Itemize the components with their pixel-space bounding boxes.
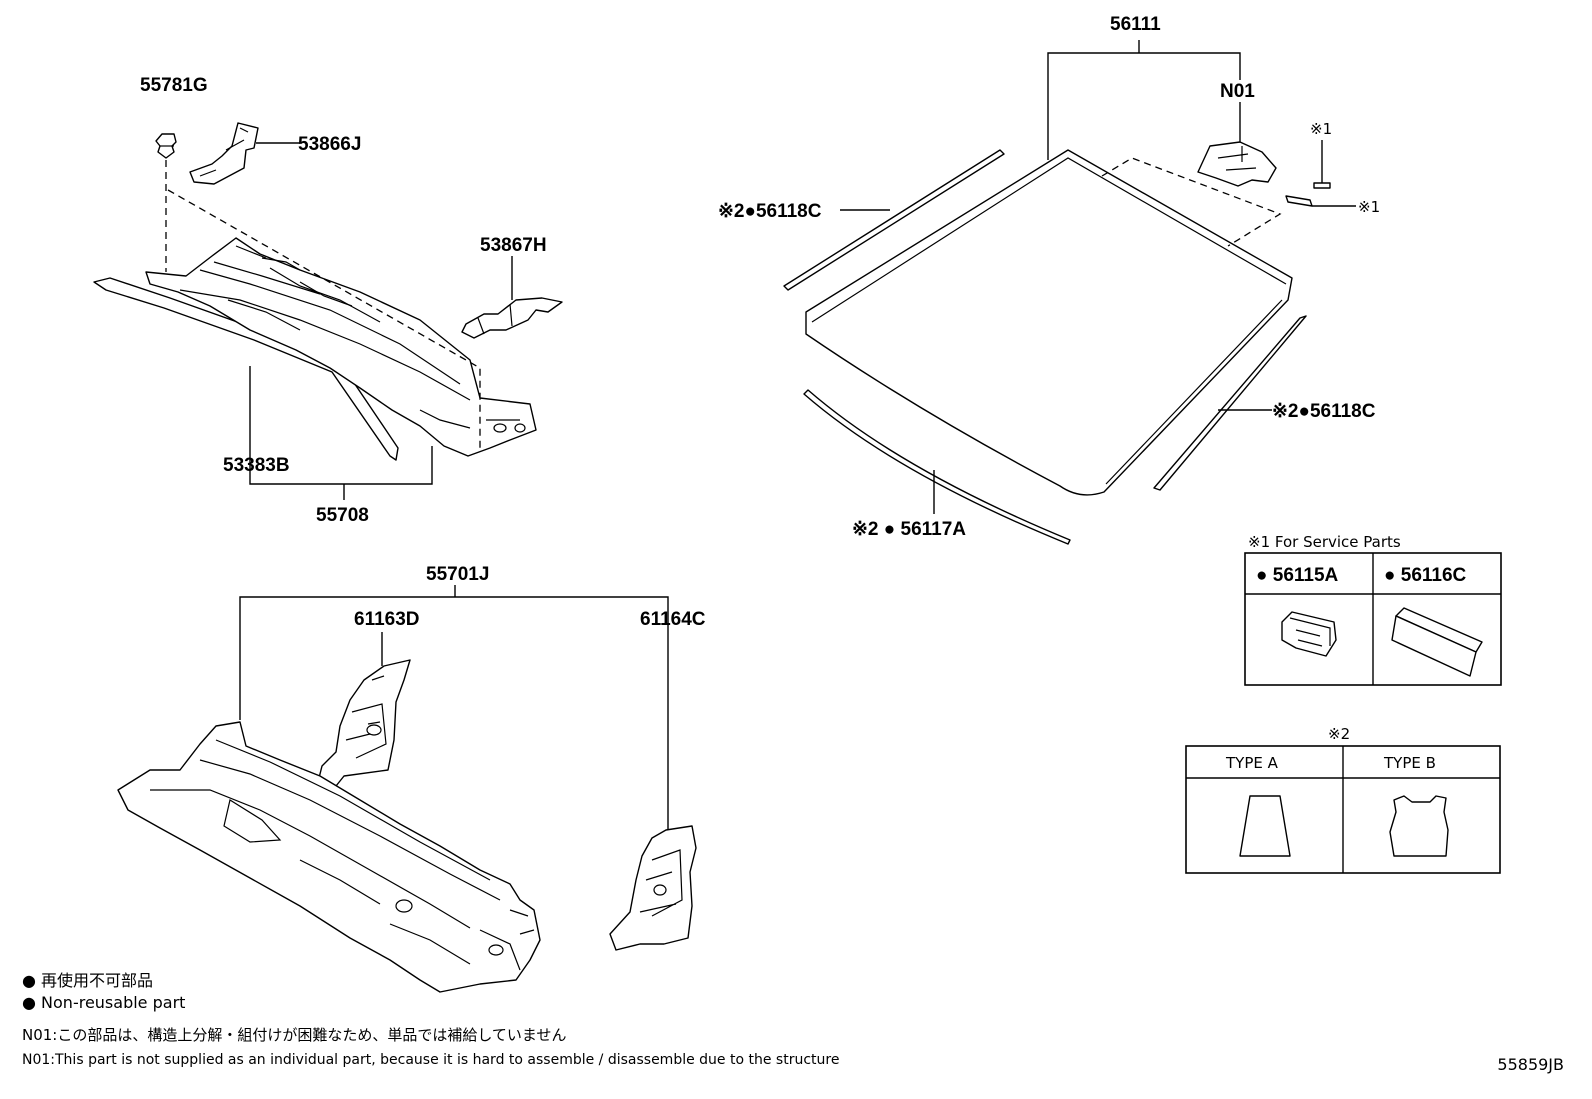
dash-panel-55701J bbox=[117, 721, 541, 993]
label-55781G: 55781G bbox=[140, 75, 208, 96]
windshield-56111 bbox=[805, 149, 1293, 496]
service-part-ref1-top bbox=[1313, 182, 1331, 189]
service-table-col2: ● 56116C bbox=[1384, 565, 1467, 586]
label-ref1-top: ※1 bbox=[1310, 120, 1332, 138]
note-n01-jp: N01:この部品は、構造上分解・組付けが困難なため、単品では補給していません bbox=[22, 1026, 567, 1044]
legend-non-reusable-jp: ● 再使用不可部品 bbox=[22, 971, 154, 990]
label-61163D: 61163D bbox=[354, 609, 420, 630]
dash-outline-mount bbox=[1101, 157, 1282, 247]
label-53866J: 53866J bbox=[298, 134, 361, 155]
type-a-shape bbox=[1239, 795, 1291, 857]
type-table-col2: TYPE B bbox=[1383, 754, 1436, 772]
label-61164C: 61164C bbox=[640, 609, 706, 630]
label-N01: N01 bbox=[1220, 81, 1255, 102]
type-table-col1: TYPE A bbox=[1225, 754, 1279, 772]
label-56118C-left: ※2●56118C bbox=[718, 201, 822, 222]
service-table-col1: ● 56115A bbox=[1256, 565, 1339, 586]
service-part-56115A bbox=[1281, 611, 1337, 657]
molding-56118C-left bbox=[783, 149, 1005, 291]
label-56111: 56111 bbox=[1110, 14, 1161, 35]
note-n01-en: N01:This part is not supplied as an indi… bbox=[22, 1052, 840, 1068]
service-parts-table bbox=[1244, 552, 1502, 686]
bracket-N01 bbox=[1197, 141, 1277, 187]
type-table bbox=[1185, 745, 1501, 874]
bracket-53866J bbox=[189, 122, 259, 185]
legend-non-reusable-en: ● Non-reusable part bbox=[22, 993, 186, 1012]
label-53383B: 53383B bbox=[223, 455, 290, 476]
label-56118C-right: ※2●56118C bbox=[1272, 401, 1376, 422]
type-table-title: ※2 bbox=[1328, 725, 1350, 743]
service-table-title: ※1 For Service Parts bbox=[1248, 533, 1401, 551]
label-55701J: 55701J bbox=[426, 564, 489, 585]
type-b-shape bbox=[1389, 795, 1449, 857]
service-part-ref1-right bbox=[1285, 195, 1313, 207]
molding-56117A bbox=[803, 389, 1071, 545]
label-ref1-right: ※1 bbox=[1358, 198, 1380, 216]
bracket-61164C bbox=[609, 825, 697, 951]
bracket-61163D bbox=[317, 659, 411, 787]
bracket-53867H bbox=[461, 297, 563, 339]
label-55708: 55708 bbox=[316, 505, 369, 526]
clip-55781G bbox=[155, 133, 177, 159]
molding-56118C-right bbox=[1153, 315, 1307, 491]
label-53867H: 53867H bbox=[480, 235, 547, 256]
document-id: 55859JB bbox=[1497, 1055, 1564, 1074]
cowl-panel-55708 bbox=[145, 237, 537, 457]
label-56117A: ※2 ● 56117A bbox=[852, 519, 966, 540]
